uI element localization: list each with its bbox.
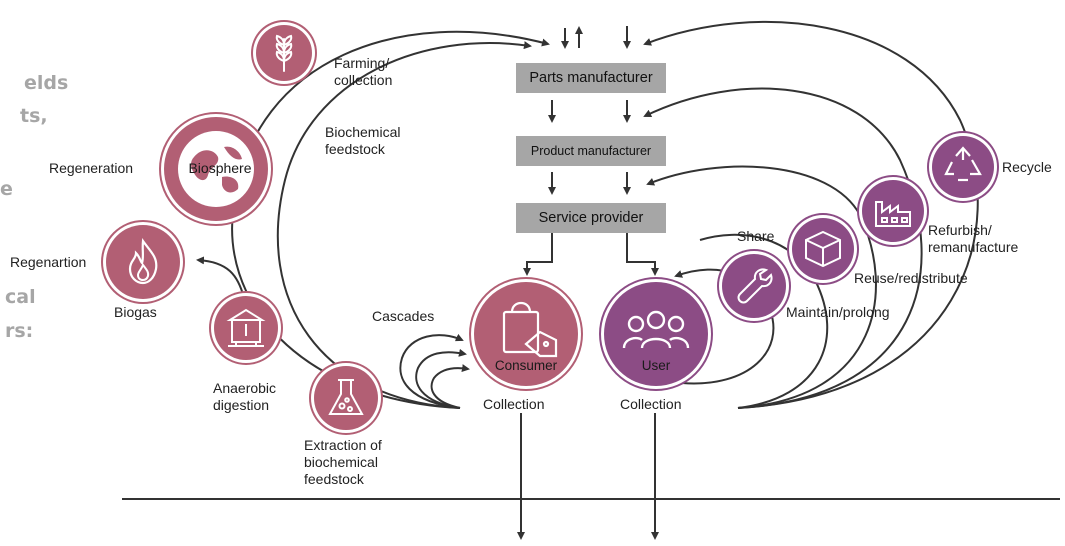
service-provider-box: Service provider: [516, 203, 666, 233]
user-node: [604, 282, 708, 386]
biochemical-feedstock-label: Biochemical feedstock: [325, 124, 401, 157]
cascades-label: Cascades: [372, 308, 435, 324]
maintain-label: Maintain/prolong: [786, 304, 890, 320]
reuse-node: [792, 218, 854, 280]
recycle-icon: [944, 146, 982, 182]
factory-icon: [875, 201, 911, 227]
refurbish-node: [862, 180, 924, 242]
biogas-node: [106, 225, 180, 299]
side-text-1: elds: [24, 72, 69, 94]
collection-left-label: Collection: [483, 396, 545, 412]
extraction-label: Extraction of biochemical feedstock: [304, 437, 382, 487]
box-icon: [805, 230, 841, 268]
user-label: User: [641, 358, 671, 373]
product-manufacturer-box: Product manufacturer: [516, 136, 666, 166]
regenartion-label: Regenartion: [10, 254, 87, 270]
side-text-4: cal: [5, 286, 36, 308]
flame-icon: [128, 238, 158, 285]
side-text-2: ts,: [20, 105, 48, 127]
refurbish-label: Refurbish/ remanufacture: [928, 222, 1019, 255]
maintain-node: [722, 254, 786, 318]
flask-icon: [328, 379, 364, 415]
share-label: Share: [737, 228, 775, 244]
side-text-3: e: [0, 178, 13, 200]
biosphere-label: Biosphere: [188, 160, 252, 176]
digester-icon: [226, 308, 266, 347]
globe-icon: [178, 131, 254, 207]
wheat-icon: [275, 34, 293, 72]
consumer-node: [474, 282, 578, 386]
farming-node: [256, 25, 312, 81]
regeneration-label: Regeneration: [49, 160, 134, 176]
recycle-node: [932, 136, 994, 198]
reuse-label: Reuse/redistribute: [854, 270, 968, 286]
anaerobic-digestion-node: [214, 296, 278, 360]
shopping-bag-icon: [502, 301, 558, 358]
users-icon: [622, 310, 690, 349]
side-text-5: rs:: [5, 320, 34, 342]
recycle-label: Recycle: [1002, 159, 1052, 175]
biosphere-node: [164, 117, 268, 221]
farming-label: Farming/ collection: [334, 55, 393, 88]
collection-right-label: Collection: [620, 396, 682, 412]
consumer-label: Consumer: [494, 358, 558, 373]
extraction-node: [314, 366, 378, 430]
parts-manufacturer-box: Parts manufacturer: [516, 63, 666, 93]
anaerobic-label: Anaerobic digestion: [213, 380, 277, 413]
wrench-icon: [737, 268, 773, 304]
biogas-label: Biogas: [114, 304, 157, 320]
